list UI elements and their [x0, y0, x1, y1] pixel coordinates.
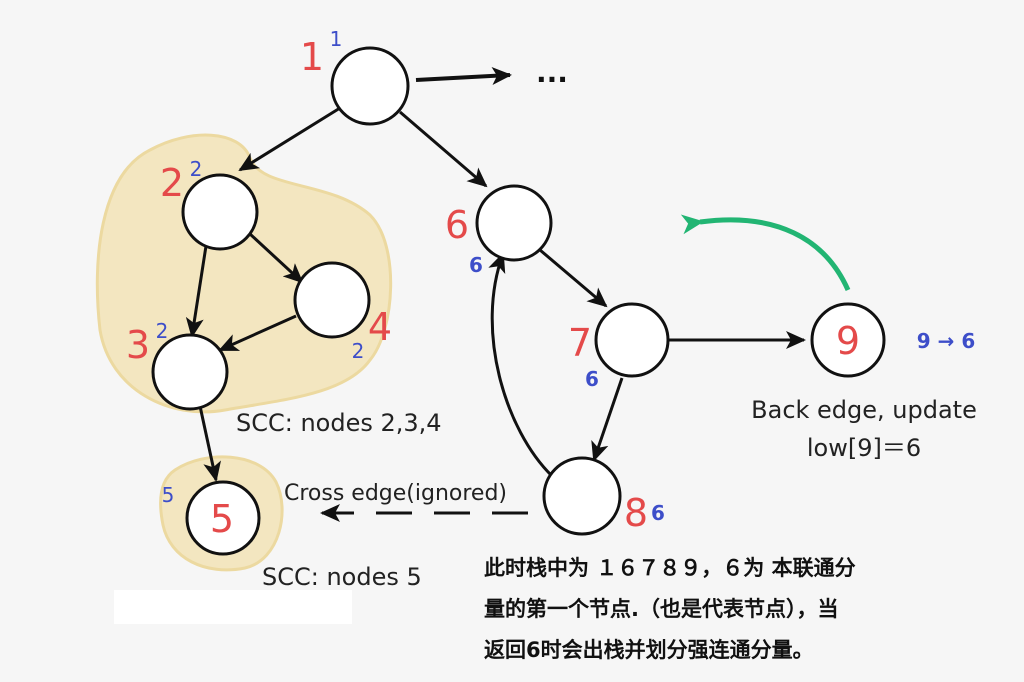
edge-3-5: [198, 405, 221, 482]
node-8-low: 6: [651, 501, 665, 525]
back-edge-caption-line1: Back edge, update: [751, 396, 977, 424]
node-5-low: 5: [162, 483, 175, 507]
node-5-inner-label: 5: [210, 497, 234, 541]
node-7: [594, 302, 670, 378]
edge-8-6-back: [488, 252, 554, 478]
node-8-label: 8: [624, 491, 648, 535]
explanation-note: 此时栈中为 １６７８９，６为 本联通分 量的第一个节点.（也是代表节点），当 返…: [484, 548, 954, 671]
scc-5-caption: SCC: nodes 5: [262, 563, 422, 591]
node-9-update: 9 → 6: [917, 329, 976, 353]
node-6-label: 6: [445, 203, 469, 247]
edge-4-3: [218, 314, 297, 352]
scc-234-caption: SCC: nodes 2,3,4: [236, 409, 442, 437]
node-9-inner-label: 9: [836, 319, 860, 363]
node-2: [181, 173, 259, 251]
node-4-low: 2: [352, 339, 365, 363]
node-2-label: 2: [160, 161, 184, 205]
node-4-label: 4: [368, 305, 392, 349]
edge-1-ellipsis: [415, 66, 512, 85]
node-2-low: 2: [190, 157, 203, 181]
note-line-3: 返回6时会出栈并划分强连通分量。: [484, 638, 814, 662]
edge-1-6: [399, 110, 488, 188]
edge-6-7: [539, 248, 608, 308]
note-line-2: 量的第一个节点.（也是代表节点），当: [484, 597, 839, 621]
node-3-low: 2: [156, 319, 169, 343]
node-5: [185, 480, 261, 556]
node-1-low: 1: [330, 27, 343, 51]
edge-2-3: [185, 245, 208, 338]
edge-7-8: [591, 377, 624, 462]
node-9: [810, 302, 886, 378]
back-edge-green-arrow: [680, 214, 851, 292]
node-3: [151, 333, 229, 411]
node-1: [330, 46, 410, 126]
blank-patch: [114, 590, 352, 624]
back-edge-caption-line2: low[9]＝6: [807, 434, 921, 462]
node-6-low: 6: [469, 253, 483, 277]
edge-1-2: [238, 106, 341, 172]
cross-edge-caption: Cross edge(ignored): [284, 481, 507, 506]
ellipsis-label: ...: [536, 56, 568, 89]
edge-2-4: [248, 232, 304, 284]
node-3-label: 3: [126, 323, 150, 367]
node-1-label: 1: [300, 35, 324, 79]
note-line-1: 此时栈中为 １６７８９，６为 本联通分: [484, 556, 856, 580]
node-6: [475, 184, 553, 262]
node-8: [542, 456, 622, 536]
node-4: [293, 261, 371, 339]
node-7-low: 6: [585, 367, 599, 391]
node-7-label: 7: [568, 321, 592, 365]
